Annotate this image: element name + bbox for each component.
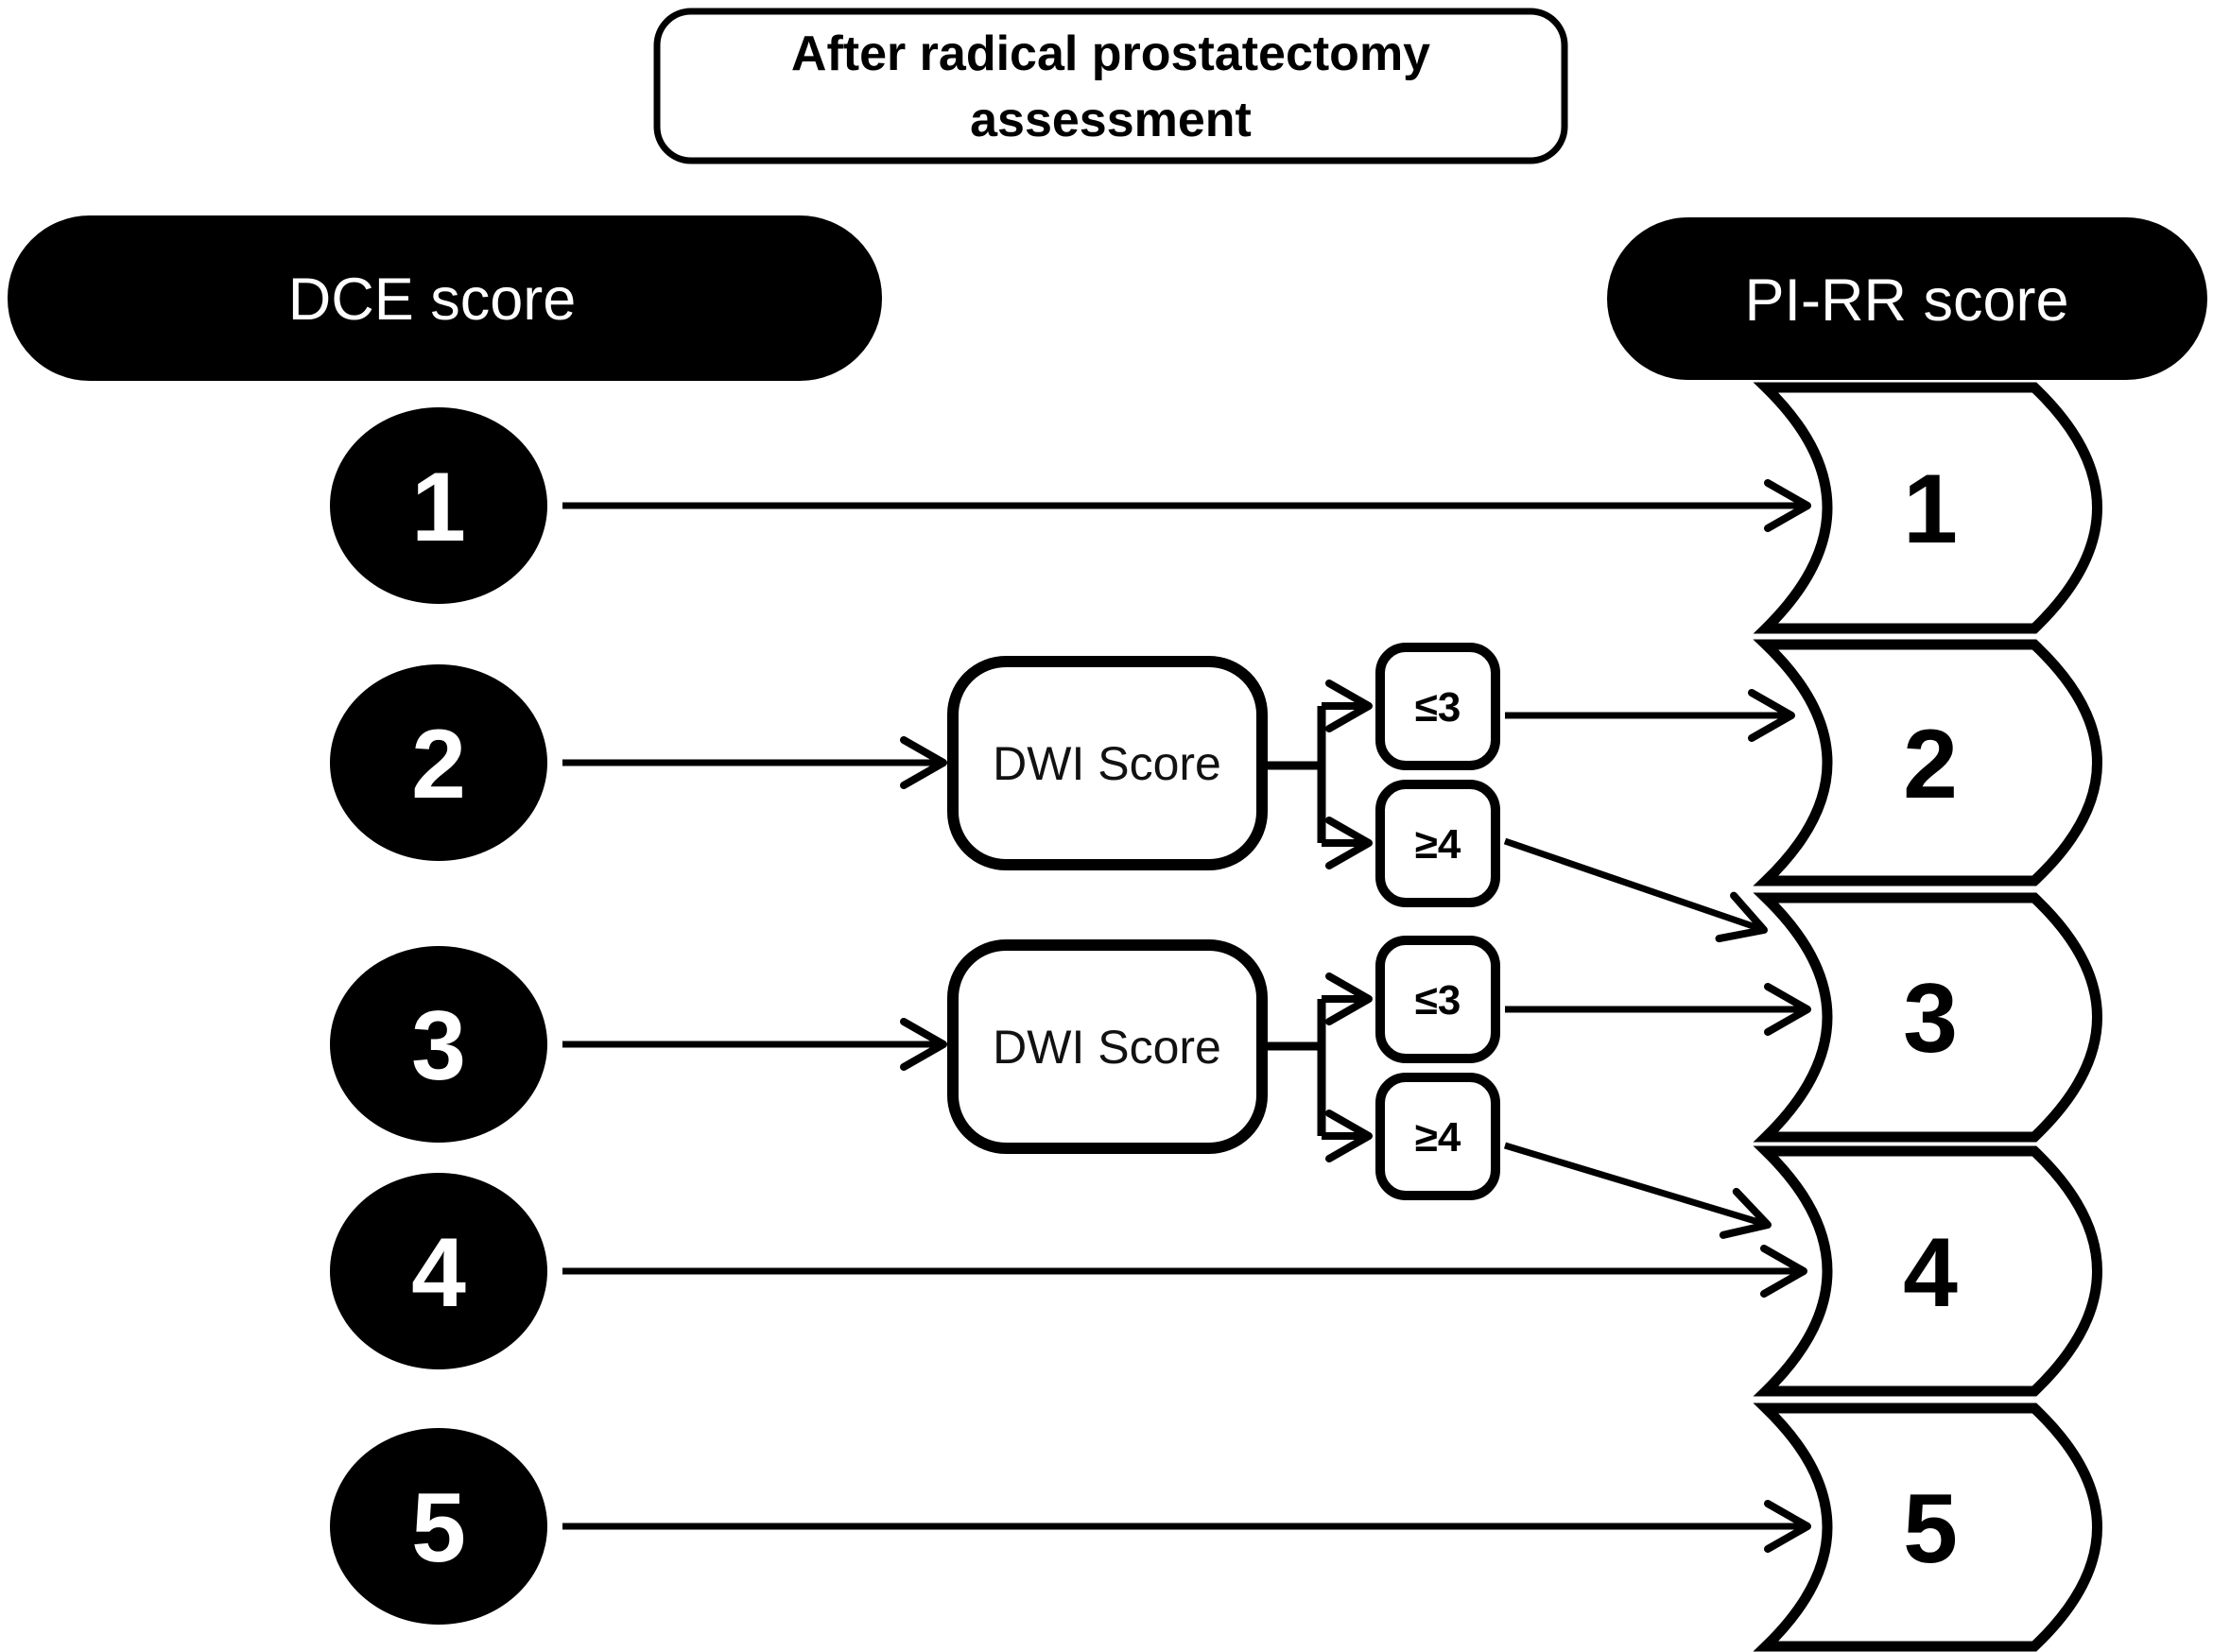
- arrow-ge4a-to-pirr3: [1503, 837, 1768, 943]
- pirr-node-2-label: 2: [1903, 710, 1958, 819]
- dce-node-1: 1: [330, 407, 547, 604]
- dce-node-5: 5: [330, 1428, 547, 1625]
- dce-node-1-label: 1: [411, 453, 466, 562]
- dwi-box-1: DWI Score: [947, 656, 1268, 870]
- pirr-header-shape: [1607, 217, 2207, 380]
- dwi-box-2: DWI Score: [947, 939, 1268, 1154]
- pirr-node-1-shape: [1753, 382, 2102, 634]
- title-box: After radical prostatectomy assessment: [653, 8, 1568, 164]
- dce-node-2-label: 2: [411, 710, 466, 819]
- dce-node-4: 4: [330, 1173, 547, 1369]
- dce-node-2-shape: [330, 664, 547, 861]
- pirr-node-5: 5: [1753, 1402, 2102, 1652]
- dce-node-1-shape: [330, 407, 547, 604]
- dce-node-2: 2: [330, 664, 547, 861]
- dwi-2-outcome-le3: ≤3: [1375, 936, 1500, 1063]
- dce-header-shape: [8, 215, 882, 381]
- dwi1-branch-connector: [1262, 706, 1326, 843]
- dce-node-3-shape: [330, 946, 547, 1143]
- pirr-node-2-shape: [1753, 639, 2102, 886]
- pirr-node-1: 1: [1753, 382, 2102, 634]
- dwi-2-outcome-le3-label: ≤3: [1415, 977, 1461, 1024]
- pirr-node-3-label: 3: [1903, 964, 1958, 1074]
- arrow-ge4b-to-pirr4: [1503, 1142, 1772, 1239]
- dwi-2-outcome-ge4: ≥4: [1375, 1073, 1500, 1200]
- dwi-2-outcome-ge4-label: ≥4: [1415, 1114, 1461, 1161]
- pirr-node-4-label: 4: [1903, 1218, 1958, 1328]
- dwi2-branch-connector: [1262, 999, 1326, 1136]
- title-line-1: After radical prostatectomy: [791, 26, 1430, 81]
- dce-node-4-shape: [330, 1173, 547, 1369]
- dce-node-3: 3: [330, 946, 547, 1143]
- pirr-node-5-shape: [1753, 1402, 2102, 1652]
- dwi-1-outcome-le3-shape: [1375, 643, 1500, 770]
- pirr-node-4-shape: [1753, 1145, 2102, 1397]
- pirr-node-1-label: 1: [1903, 455, 1958, 564]
- dwi-box-1-label: DWI Score: [993, 737, 1221, 790]
- dce-node-5-label: 5: [411, 1473, 466, 1583]
- pirr-header-label: PI-RR score: [1744, 267, 2068, 334]
- dce-header-pill: DCE score: [8, 215, 882, 381]
- dwi-2-outcome-ge4-shape: [1375, 1073, 1500, 1200]
- pirr-node-5-label: 5: [1903, 1474, 1958, 1584]
- pirr-node-3: 3: [1753, 892, 2102, 1143]
- dwi-1-outcome-ge4-label: ≥4: [1415, 821, 1461, 868]
- dce-node-4-label: 4: [411, 1218, 466, 1328]
- dce-node-5-shape: [330, 1428, 547, 1625]
- dwi-box-2-label: DWI Score: [993, 1021, 1221, 1074]
- pirr-node-4: 4: [1753, 1145, 2102, 1397]
- pirr-node-3-shape: [1753, 892, 2102, 1143]
- title-line-2: assessment: [970, 93, 1252, 147]
- edges: [562, 479, 1811, 1553]
- dce-node-3-label: 3: [411, 991, 466, 1101]
- dwi-1-outcome-le3: ≤3: [1375, 643, 1500, 770]
- dce-header-label: DCE score: [288, 267, 577, 333]
- pirr-header-pill: PI-RR score: [1607, 217, 2207, 380]
- title-box-outline: [653, 8, 1568, 164]
- pirr-node-2: 2: [1753, 639, 2102, 886]
- dwi-1-outcome-le3-label: ≤3: [1415, 684, 1461, 731]
- dwi-2-outcome-le3-shape: [1375, 936, 1500, 1063]
- dwi-1-outcome-ge4-shape: [1375, 780, 1500, 907]
- dwi-1-outcome-ge4: ≥4: [1375, 780, 1500, 907]
